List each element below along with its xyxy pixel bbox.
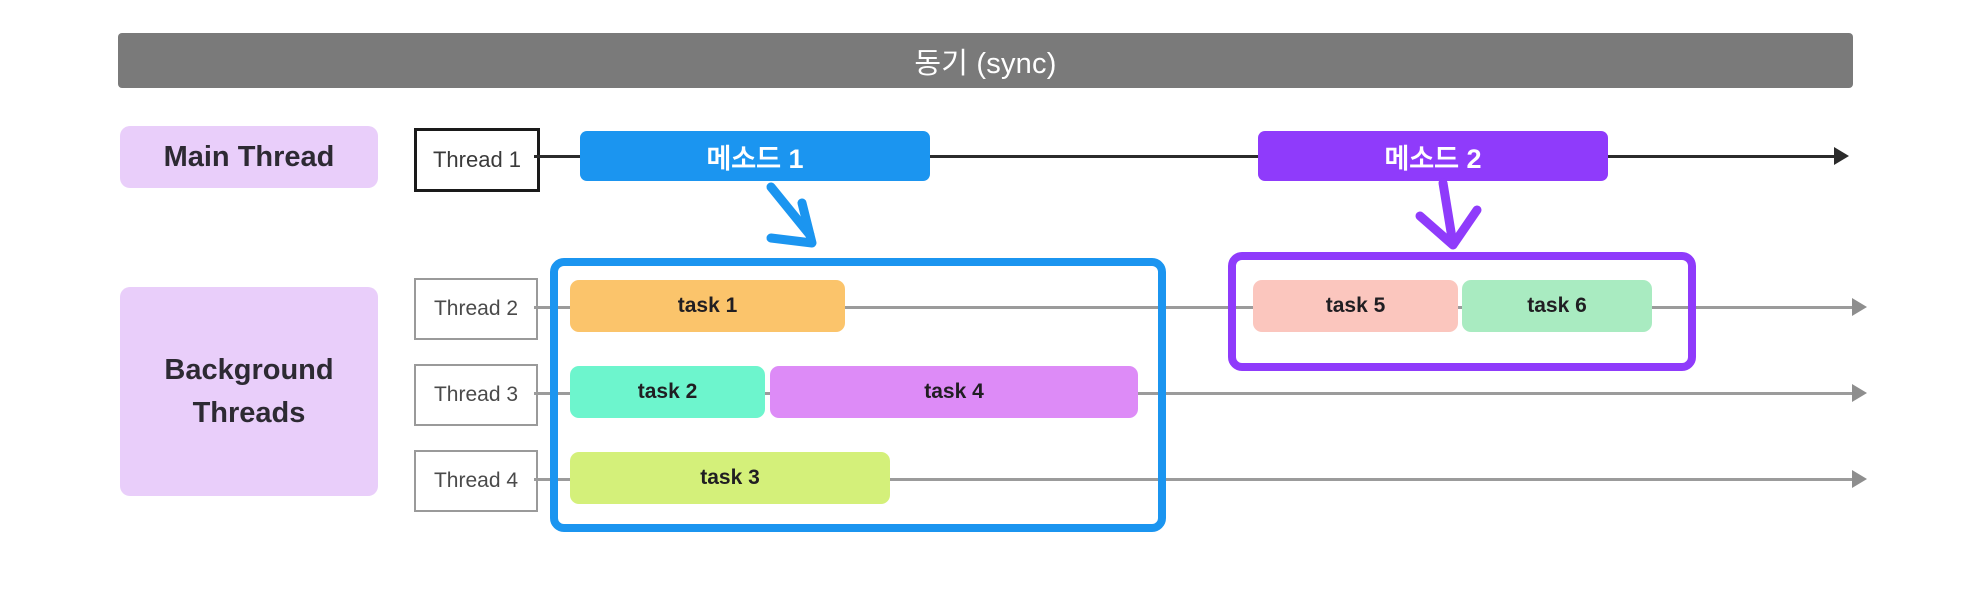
- thread-3-rail-arrowhead: [1852, 384, 1867, 402]
- diagram-title-bar: 동기 (sync): [118, 33, 1853, 88]
- thread-box-thread-4-label: Thread 4: [433, 469, 519, 492]
- thread-box-thread-3-label: Thread 3: [433, 383, 519, 406]
- section-chip-background-threads-label: Background Threads: [164, 349, 333, 433]
- main-thread-rail: [534, 155, 1834, 158]
- thread-3-rail: [534, 392, 1852, 395]
- task-bar-task-4[interactable]: task 4: [770, 366, 1138, 418]
- thread-2-rail-arrowhead: [1852, 298, 1867, 316]
- thread-box-thread-1-label: Thread 1: [432, 147, 522, 172]
- task-bar-task-3[interactable]: task 3: [570, 452, 890, 504]
- task-bar-task-6[interactable]: task 6: [1462, 280, 1652, 332]
- thread-box-thread-2: Thread 2: [414, 278, 538, 340]
- task-bar-task-1[interactable]: task 1: [570, 280, 845, 332]
- section-chip-background-threads: Background Threads: [120, 287, 378, 496]
- main-thread-method-1-bar[interactable]: 메소드 1: [580, 131, 930, 181]
- thread-box-thread-3: Thread 3: [414, 364, 538, 426]
- thread-box-thread-4: Thread 4: [414, 450, 538, 512]
- bg-label-line-1: Background: [164, 354, 334, 387]
- method-2-group-box: [1228, 252, 1696, 371]
- method-1-to-group-arrow: [766, 182, 817, 248]
- thread-box-thread-2-label: Thread 2: [433, 297, 519, 320]
- diagram-title: 동기 (sync): [914, 47, 1057, 80]
- thread-4-rail-arrowhead: [1852, 470, 1867, 488]
- main-thread-rail-arrowhead: [1834, 147, 1849, 165]
- thread-2-rail: [534, 306, 1852, 309]
- task-bar-task-5[interactable]: task 5: [1253, 280, 1458, 332]
- section-chip-main-thread-label: Main Thread: [163, 140, 335, 173]
- task-bar-task-2[interactable]: task 2: [570, 366, 765, 418]
- section-chip-main-thread: Main Thread: [120, 126, 378, 188]
- main-thread-method-2-bar[interactable]: 메소드 2: [1258, 131, 1608, 181]
- method-1-group-box: [550, 258, 1166, 532]
- thread-4-rail: [534, 478, 1852, 481]
- method-2-to-group-arrow: [1415, 178, 1482, 250]
- bg-label-line-2: Threads: [192, 396, 306, 429]
- thread-box-thread-1: Thread 1: [414, 128, 540, 192]
